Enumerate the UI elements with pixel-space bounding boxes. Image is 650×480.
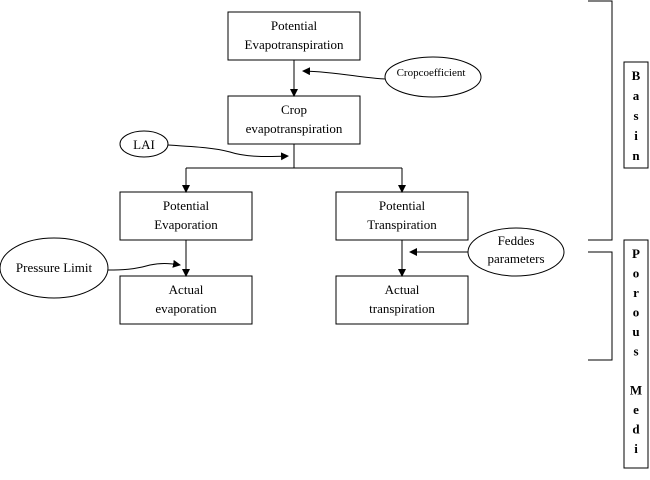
porous-media-letter-8: e xyxy=(633,402,639,417)
input-lai-label: LAI xyxy=(133,137,155,152)
input-lai: LAI xyxy=(119,130,169,158)
input-feddes-line1: Feddes xyxy=(498,233,535,248)
node-actual-evaporation: Actual evaporation xyxy=(119,275,253,325)
basin-letter-1: a xyxy=(633,88,640,103)
input-crop-coefficient-label: Cropcoefficient xyxy=(397,67,466,79)
arrow-lai xyxy=(167,144,289,161)
porous-media-letter-2: r xyxy=(633,285,639,300)
arrow-pressure-limit xyxy=(107,259,181,271)
input-pressure-limit-label: Pressure Limit xyxy=(16,260,93,275)
node-potential-evapotranspiration-line2: Evapotranspiration xyxy=(245,37,344,52)
node-actual-transpiration: Actual transpiration xyxy=(335,275,469,325)
input-feddes-line2: parameters xyxy=(487,251,544,266)
node-crop-evapotranspiration-line2: evapotranspiration xyxy=(246,121,343,136)
bracket-porous-media xyxy=(588,251,613,361)
input-feddes-parameters: Feddes parameters xyxy=(467,227,565,277)
node-actual-transpiration-line1: Actual xyxy=(385,282,420,297)
basin-letter-0: B xyxy=(632,68,641,83)
input-pressure-limit: Pressure Limit xyxy=(0,237,109,299)
porous-media-letter-5: s xyxy=(633,344,638,359)
porous-media-letter-3: o xyxy=(633,305,640,320)
porous-media-letter-9: d xyxy=(632,422,640,437)
node-crop-evapotranspiration: Crop evapotranspiration xyxy=(227,95,361,145)
node-potential-evaporation-line2: Evaporation xyxy=(154,217,218,232)
node-crop-evapotranspiration-line1: Crop xyxy=(281,102,307,117)
node-potential-evapotranspiration: Potential Evapotranspiration xyxy=(227,11,361,61)
node-potential-evaporation: Potential Evaporation xyxy=(119,191,253,241)
bracket-basin xyxy=(588,0,613,241)
porous-media-letter-0: P xyxy=(632,246,640,261)
porous-media-letter-1: o xyxy=(633,266,640,281)
node-potential-transpiration-line1: Potential xyxy=(379,198,426,213)
basin-letter-2: s xyxy=(633,108,638,123)
node-actual-evaporation-line2: evaporation xyxy=(155,301,217,316)
node-actual-evaporation-line1: Actual xyxy=(169,282,204,297)
node-actual-transpiration-line2: transpiration xyxy=(369,301,435,316)
node-potential-transpiration-line2: Transpiration xyxy=(367,217,437,232)
arrow-crop-coefficient xyxy=(302,67,386,80)
porous-media-letter-10: i xyxy=(634,441,638,456)
porous-media-letter-7: M xyxy=(630,383,642,398)
node-potential-evaporation-line1: Potential xyxy=(163,198,210,213)
basin-letter-3: i xyxy=(634,128,638,143)
input-crop-coefficient: Cropcoefficient xyxy=(384,56,482,98)
basin-letter-4: n xyxy=(632,148,640,163)
node-potential-transpiration: Potential Transpiration xyxy=(335,191,469,241)
porous-media-letter-4: u xyxy=(632,324,639,339)
node-potential-evapotranspiration-line1: Potential xyxy=(271,18,318,33)
